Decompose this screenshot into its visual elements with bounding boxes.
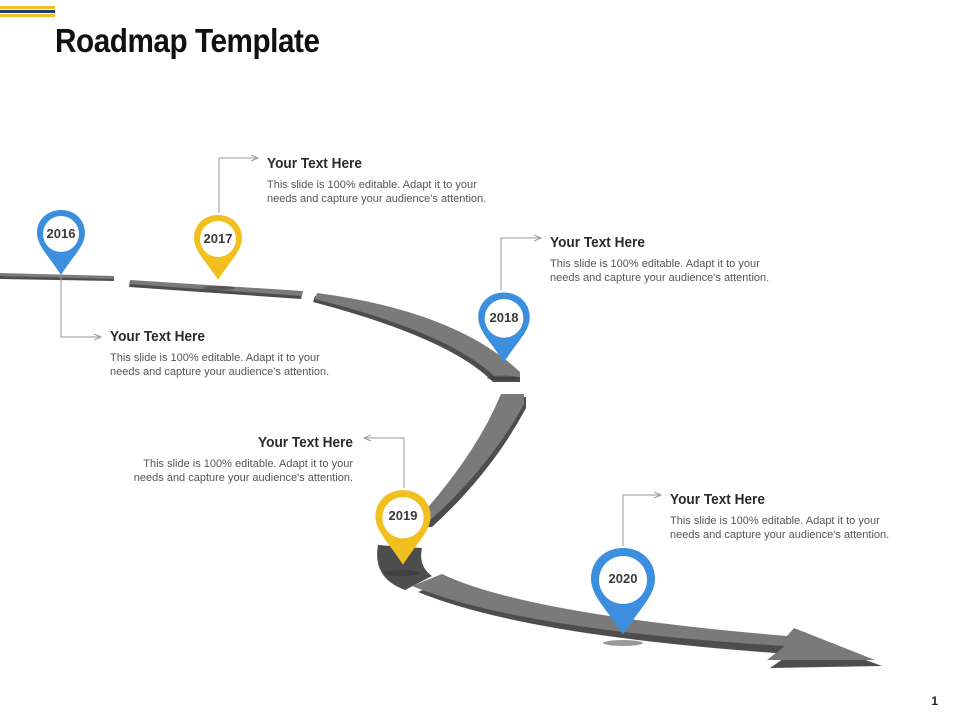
page-number: 1 <box>931 694 938 708</box>
milestone-description: This slide is 100% editable. Adapt it to… <box>83 457 353 485</box>
road-segment-3 <box>313 293 520 382</box>
map-pin-icon <box>194 215 242 280</box>
pin-year-label: 2019 <box>388 508 418 523</box>
milestone-2020-text: Your Text Here This slide is 100% editab… <box>670 492 940 542</box>
slide-title: Roadmap Template <box>55 22 320 59</box>
milestone-2016-text: Your Text Here This slide is 100% editab… <box>110 329 380 379</box>
road-segment-5 <box>377 545 432 590</box>
connector-2016 <box>60 272 101 337</box>
milestone-2018-text: Your Text Here This slide is 100% editab… <box>550 235 820 285</box>
milestone-pin-2019: 2019 <box>372 486 434 570</box>
pin-shadow-2017 <box>203 286 235 290</box>
milestone-description: This slide is 100% editable. Adapt it to… <box>550 257 820 285</box>
map-pin-icon <box>478 292 530 363</box>
corner-stripe-top <box>0 6 55 9</box>
description-line: This slide is 100% editable. Adapt it to… <box>550 258 760 270</box>
description-line: needs and capture your audience's attent… <box>267 193 487 205</box>
description-line: needs and capture your audience's attent… <box>110 366 330 378</box>
milestone-heading: Your Text Here <box>110 329 205 345</box>
connector-2020 <box>622 495 661 546</box>
connector-2017 <box>218 158 258 213</box>
road-arrow <box>412 574 882 668</box>
map-pin-icon <box>375 490 431 565</box>
milestone-heading: Your Text Here <box>258 435 353 451</box>
pin-shadow-2019 <box>384 570 420 576</box>
milestone-pin-2018: 2018 <box>475 290 533 366</box>
milestone-2017-text: Your Text Here This slide is 100% editab… <box>267 156 537 206</box>
map-pin-icon <box>37 210 85 275</box>
description-line: This slide is 100% editable. Adapt it to… <box>267 179 477 191</box>
road-segment-1 <box>0 273 114 281</box>
milestone-pin-2016: 2016 <box>34 208 88 278</box>
milestone-description: This slide is 100% editable. Adapt it to… <box>110 351 380 379</box>
pin-year-label: 2018 <box>489 310 519 325</box>
description-line: needs and capture your audience's attent… <box>550 272 770 284</box>
milestone-heading: Your Text Here <box>267 156 362 172</box>
road-segment-4 <box>415 394 526 527</box>
pin-shadow-2018 <box>487 375 519 381</box>
pin-shadow-2020 <box>603 640 643 646</box>
description-line: needs and capture your audience's attent… <box>670 529 890 541</box>
connector-2019 <box>364 438 405 488</box>
corner-stripe-middle <box>0 10 55 13</box>
milestone-heading: Your Text Here <box>550 235 645 251</box>
description-line: This slide is 100% editable. Adapt it to… <box>143 458 353 470</box>
description-line: This slide is 100% editable. Adapt it to… <box>670 515 880 527</box>
milestone-heading: Your Text Here <box>670 492 765 508</box>
pin-year-label: 2016 <box>46 226 76 241</box>
connector-2018 <box>500 238 541 290</box>
milestone-2019-text: Your Text Here This slide is 100% editab… <box>83 435 353 485</box>
pin-year-label: 2017 <box>203 231 233 246</box>
description-line: This slide is 100% editable. Adapt it to… <box>110 352 320 364</box>
corner-stripe-bottom <box>0 14 55 17</box>
milestone-description: This slide is 100% editable. Adapt it to… <box>670 514 940 542</box>
milestone-pin-2017: 2017 <box>191 213 245 283</box>
milestone-pin-2020: 2020 <box>587 543 659 641</box>
map-pin-icon <box>591 548 655 635</box>
pin-year-label: 2020 <box>608 571 638 586</box>
milestone-description: This slide is 100% editable. Adapt it to… <box>267 178 537 206</box>
description-line: needs and capture your audience's attent… <box>133 472 353 484</box>
